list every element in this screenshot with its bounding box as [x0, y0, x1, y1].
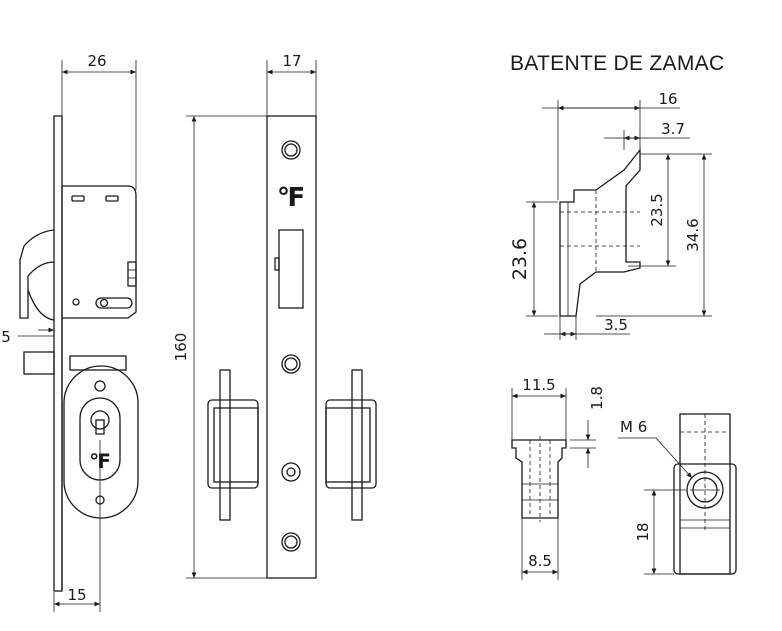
dim-faceplate-width: 17 [282, 52, 301, 70]
dim-bolt-width: 11.5 [522, 376, 555, 394]
bolt-part-view: 11.5 1.8 8.5 [511, 376, 606, 580]
label-screw-thread: M 6 [620, 418, 647, 436]
strike-side-view: 16 3.7 23.5 34.6 23.6 3.5 [509, 90, 712, 340]
dim-strike-offset: 3.7 [661, 120, 685, 138]
title-batente: BATENTE DE ZAMAC [510, 52, 724, 75]
dim-lock-left: 5 [1, 328, 11, 346]
dim-lock-backset: 15 [67, 586, 86, 604]
dim-screw-height: 18 [634, 522, 652, 541]
dim-strike-width: 16 [658, 90, 677, 108]
dim-strike-side: 23.6 [509, 238, 531, 280]
dim-strike-thickness: 3.5 [604, 316, 628, 334]
dim-strike-outer: 34.6 [684, 218, 702, 251]
dim-lock-height: 160 [172, 333, 190, 362]
lock-front-view: 17 160 ℉ [172, 52, 377, 579]
dim-lock-width: 26 [87, 52, 106, 70]
screw-clip-view: M 6 18 [618, 413, 737, 575]
dim-bolt-flange: 1.8 [588, 386, 606, 410]
svg-text:℉: ℉ [277, 183, 305, 213]
lock-side-view: 26 ℉ 15 [1, 52, 139, 612]
dim-strike-inner: 23.5 [648, 193, 666, 226]
dim-bolt-base: 8.5 [528, 552, 552, 570]
